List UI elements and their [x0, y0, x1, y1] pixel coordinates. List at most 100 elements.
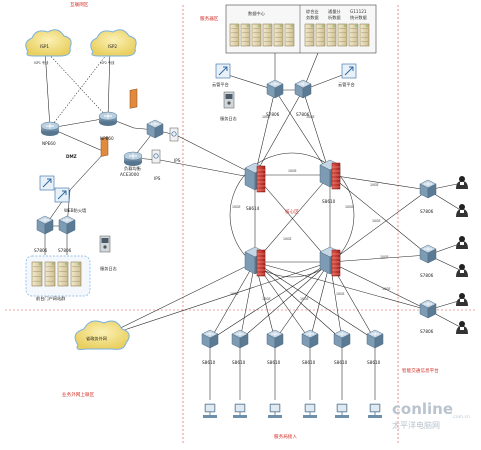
router-npe60-b-icon: [98, 111, 118, 126]
single-server-group: [39, 63, 357, 253]
zone-label-core: 核心区: [285, 208, 299, 215]
core-s8610-a-icon: [319, 159, 341, 190]
s7806-l1-label: S7806: [34, 248, 48, 253]
watermark: conline .com.cn 太平洋电脑网: [392, 400, 470, 430]
dmz-firewall-icon: [129, 88, 138, 109]
core-s8614-a-icon: [244, 162, 266, 193]
web-firewall-icon-a: [39, 175, 55, 191]
npe60-a-label: NPE60: [42, 141, 56, 146]
log-server-l-label: 服务日志: [100, 265, 117, 272]
datacenter-right-label: 统计数据: [350, 14, 367, 21]
server-rack-icon: [359, 23, 370, 47]
zone-label-business-net: 业务外网上联区: [62, 391, 95, 398]
access-switch-icon-6: [366, 329, 384, 349]
user-icon-5: [456, 293, 468, 306]
port-label: 10GE: [288, 169, 297, 173]
lb-label: 负载均衡: [124, 165, 141, 172]
r7806-2-label: S7806: [420, 273, 434, 278]
web-server-icon: [70, 261, 82, 287]
server-rack-icon: [229, 23, 240, 47]
server-rack-icon: [273, 23, 284, 47]
zone-borders: [5, 5, 476, 445]
terminal-pc-icon-5: [335, 403, 349, 418]
acc1-label: S8610: [202, 360, 216, 365]
r7806-2-switch-icon: [419, 244, 437, 264]
port-label: 10GE: [372, 219, 381, 223]
port-label: 10GE: [230, 292, 239, 296]
s7806-t2-label: S7806: [296, 112, 310, 117]
zone-label-service: 服务器区: [200, 15, 219, 22]
s7806-l2-switch-icon: [58, 215, 76, 235]
web-firewall-label: WEB防火墙: [64, 207, 86, 214]
terminal-pc-icon-2: [233, 403, 247, 418]
ips-b-icon: [151, 149, 161, 164]
isp2-sub-label: ISP2 专线: [100, 60, 115, 65]
server-rack-icon: [326, 23, 337, 47]
terminal-pc-icon-6: [368, 403, 382, 418]
r7806-3-switch-icon: [419, 299, 437, 319]
watermark-sub: .com.cn: [452, 415, 470, 420]
port-label: 10GE: [345, 205, 354, 209]
mgmt-r-label: 云管平台: [338, 81, 355, 88]
r7806-1-label: S7806: [420, 209, 434, 214]
terminal-group: [203, 403, 382, 418]
access-switch-icon-4: [301, 329, 319, 349]
server-rack-icon: [284, 23, 295, 47]
isp2-label: ISP2: [108, 44, 117, 49]
r7806-1-switch-icon: [419, 179, 437, 199]
port-label: 10GE: [262, 115, 271, 119]
terminal-pc-icon-4: [303, 403, 317, 418]
s7806-t1-switch-icon: [266, 79, 284, 99]
web-server-cluster: [25, 255, 91, 297]
port-label: 10GE: [306, 115, 315, 119]
server-rack-icon: [337, 23, 348, 47]
s7806-t1-label: S7806: [266, 112, 280, 117]
port-label: 10GE: [300, 297, 309, 301]
gov-net-label: 省政务外网: [86, 335, 107, 342]
zone-label-terminal-access: 服务局接入: [274, 433, 297, 440]
acc3-label: S8610: [267, 360, 281, 365]
watermark-brand: conline: [392, 400, 453, 418]
server-rack-icon: [304, 23, 315, 47]
datacenter-right-label: 务数据: [306, 14, 319, 21]
datacenter-right-label: 综合业: [306, 8, 319, 15]
zone-label-internet: 互联网区: [70, 1, 89, 8]
server-rack-icon: [315, 23, 326, 47]
router-npe60-a-icon: [40, 121, 60, 136]
user-icon-3: [456, 236, 468, 249]
acc5-label: S8610: [334, 360, 348, 365]
datacenter-right-label: 通量分: [328, 8, 341, 15]
s7806-t2-switch-icon: [294, 79, 312, 99]
user-icon-6: [456, 321, 468, 334]
core-switch-group: [244, 159, 341, 277]
server-rack-icon: [262, 23, 273, 47]
ips-a-icon: [169, 127, 179, 142]
cloud-gov-net: 省政务外网: [74, 320, 130, 350]
port-label: 10GE: [262, 297, 271, 301]
router-group: [36, 79, 437, 349]
web-server-icon: [44, 261, 56, 287]
mgmt-r-icon: [341, 63, 357, 79]
access-switch-icon-5: [333, 329, 351, 349]
zone-label-smart-traffic: 智能交通信息平台: [402, 367, 439, 374]
isp1-sub-label: ISP1 专线: [34, 60, 49, 65]
web-server-icon: [57, 261, 69, 287]
user-icon-1: [456, 176, 468, 189]
isp1-label: ISP1: [40, 44, 49, 49]
s7806-l2-label: S7806: [58, 248, 72, 253]
server-rack-icon: [251, 23, 262, 47]
user-icon-4: [456, 264, 468, 277]
port-label: 10GE: [232, 205, 241, 209]
datacenter-right-label: G11121: [350, 9, 367, 14]
user-icon-2: [456, 204, 468, 217]
log-server-t-label: 服务日志: [220, 115, 237, 122]
web-servers-label: 前台门户网站群: [36, 295, 66, 302]
core-s8614-b-icon: [244, 246, 266, 277]
web-firewall-icon-b: [54, 187, 70, 203]
watermark-cn: 太平洋电脑网: [392, 420, 440, 430]
mgmt-l-label: 云管平台: [212, 81, 229, 88]
cloud-isp2: ISP2 ISP2 专线: [90, 29, 137, 65]
terminal-pc-icon-3: [268, 403, 282, 418]
